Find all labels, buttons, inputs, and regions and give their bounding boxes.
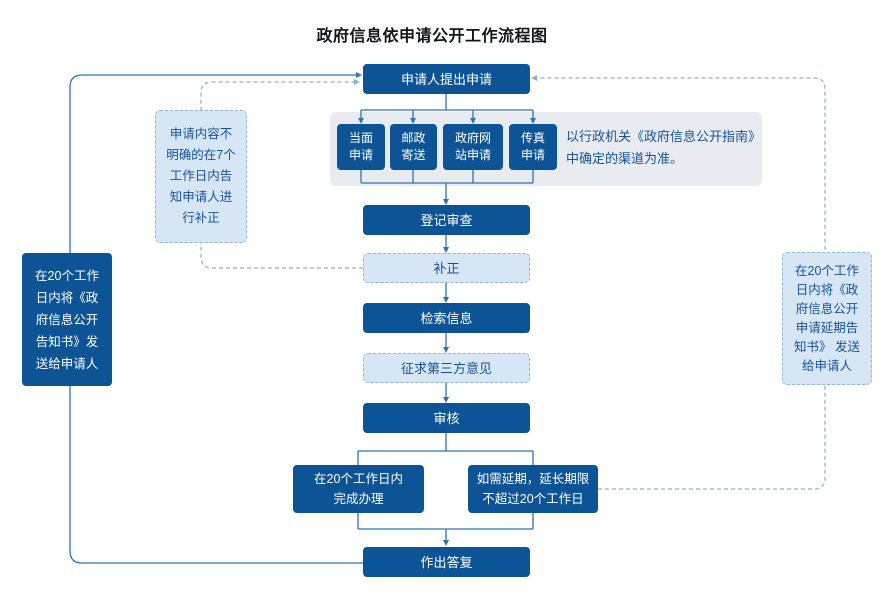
step-correction: 补正 <box>363 253 530 283</box>
channel-government-website: 政府网 站申请 <box>443 124 503 170</box>
channel-fax: 传真 申请 <box>509 124 557 170</box>
solid-arrowheads <box>356 72 536 546</box>
dashed-arrowheads <box>354 75 537 85</box>
step-retrieve-info: 检索信息 <box>363 303 530 333</box>
step-register-review: 登记审查 <box>363 205 530 235</box>
annotation-send-disclosure-notice: 在20个工作 日内将《政 府信息公开 告知书》发 送给申请人 <box>22 253 112 386</box>
step-review: 审核 <box>363 403 530 433</box>
step-extension: 如需延期，延长期限 不超过20个工作日 <box>468 465 598 513</box>
channel-in-person: 当面 申请 <box>337 124 385 170</box>
annotation-send-extension-notice: 在20个工作 日内将《政 府信息公开 申请延期告 知书》 发送 给申请人 <box>782 252 872 385</box>
step-complete-in-20-days: 在20个工作日内 完成办理 <box>293 465 424 513</box>
page-title: 政府信息依申请公开工作流程图 <box>316 28 548 45</box>
step-third-party-opinion: 征求第三方意见 <box>363 353 530 383</box>
step-reply: 作出答复 <box>363 547 530 577</box>
annotation-unclear-content-correction: 申请内容不 明确的在7个 工作日内告 知申请人进 行补正 <box>155 110 247 243</box>
step-apply: 申请人提出申请 <box>363 64 530 94</box>
channel-note: 以行政机关《政府信息公开指南》 中确定的渠道为准。 <box>566 129 762 166</box>
channel-postal-mail: 邮政 寄送 <box>390 124 437 170</box>
